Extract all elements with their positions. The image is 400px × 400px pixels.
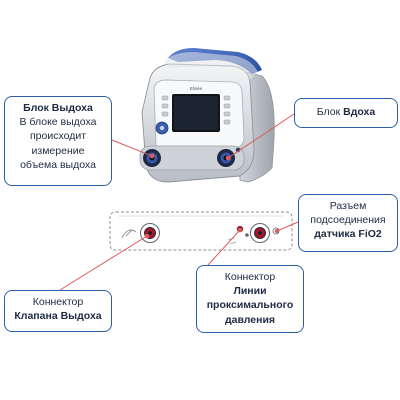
valve-symbol-icon (121, 229, 137, 239)
leader-lines (59, 113, 299, 291)
callout-proximal-bold-3: давления (224, 313, 276, 326)
device-logo-text: Elisée (190, 86, 203, 91)
callout-inhale-prefix: Блок (316, 106, 344, 118)
callout-inhale-block: Блок Вдоха (294, 98, 398, 128)
callout-proximal-bold-1: Линии (233, 285, 267, 298)
device-screen-glare (174, 96, 218, 130)
callout-exhale-line-1: В блоке выдоха (19, 116, 97, 129)
ventilator-device: Elisée (139, 48, 275, 183)
callout-valve-line: Коннектор (32, 296, 84, 308)
leader-proximal-to-port (207, 229, 241, 266)
callout-fio2-bold: датчика FiO2 (314, 228, 382, 241)
leader-exhale-to-device (111, 139, 153, 157)
callout-inhale-bold: Вдоха (343, 106, 376, 118)
callout-exhale-block: Блок Выдоха В блоке выдоха происходит из… (4, 96, 112, 186)
callout-valve-connector: Коннектор Клапана Выдоха (4, 290, 112, 332)
callout-fio2-line-1: Разъем (329, 200, 367, 212)
inhale-connector-port (250, 223, 270, 243)
leader-valve-to-port (59, 235, 148, 291)
callout-exhale-line-4: объема выдоха (20, 158, 96, 171)
front-panel-schematic (109, 211, 293, 251)
callout-exhale-title: Блок Выдоха (23, 102, 93, 114)
device-top-cover (164, 52, 258, 80)
callout-proximal-connector: Коннектор Линии проксимального давления (196, 265, 304, 333)
callout-proximal-line: Коннектор (224, 271, 276, 283)
callout-valve-bold: Клапана Выдоха (14, 310, 102, 323)
callout-exhale-line-3: измерение (31, 144, 85, 157)
callout-fio2-connector: Разъем подсоединения датчика FiO2 (298, 194, 398, 252)
valve-connector-port (140, 223, 160, 243)
leader-inhale-to-device (227, 113, 295, 159)
callout-proximal-bold-2: проксимального (206, 299, 294, 312)
device-port-bar (139, 145, 245, 171)
callout-fio2-line-2: подсоединения (310, 214, 386, 227)
leader-fio2-to-port (276, 221, 299, 232)
device-keypad (161, 95, 231, 125)
callout-exhale-line-2: происходит (29, 130, 87, 143)
